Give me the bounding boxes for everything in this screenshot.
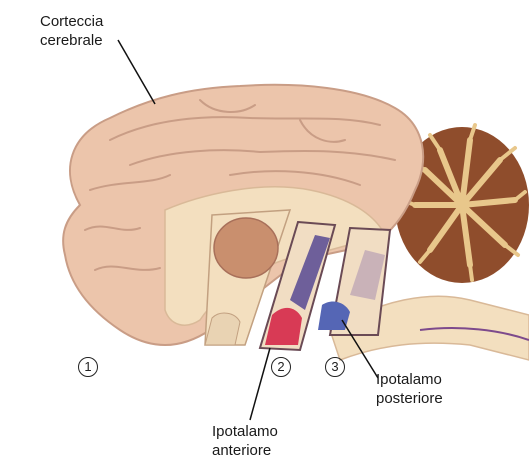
label-line: anteriore bbox=[212, 441, 278, 460]
label-line: cerebrale bbox=[40, 31, 103, 50]
label-line: posteriore bbox=[376, 389, 443, 408]
cortex-leader-line bbox=[118, 40, 155, 104]
section-marker-2: 2 bbox=[271, 357, 291, 377]
label-line: Corteccia bbox=[40, 12, 103, 31]
section-marker-3: 3 bbox=[325, 357, 345, 377]
label-ipotalamo-anteriore: Ipotalamo anteriore bbox=[212, 422, 278, 460]
label-ipotalamo-posteriore: Ipotalamo posteriore bbox=[376, 370, 443, 408]
section-marker-1: 1 bbox=[78, 357, 98, 377]
label-corteccia-cerebrale: Corteccia cerebrale bbox=[40, 12, 103, 50]
anterior-leader-line bbox=[250, 348, 270, 420]
label-line: Ipotalamo bbox=[376, 370, 443, 389]
label-line: Ipotalamo bbox=[212, 422, 278, 441]
